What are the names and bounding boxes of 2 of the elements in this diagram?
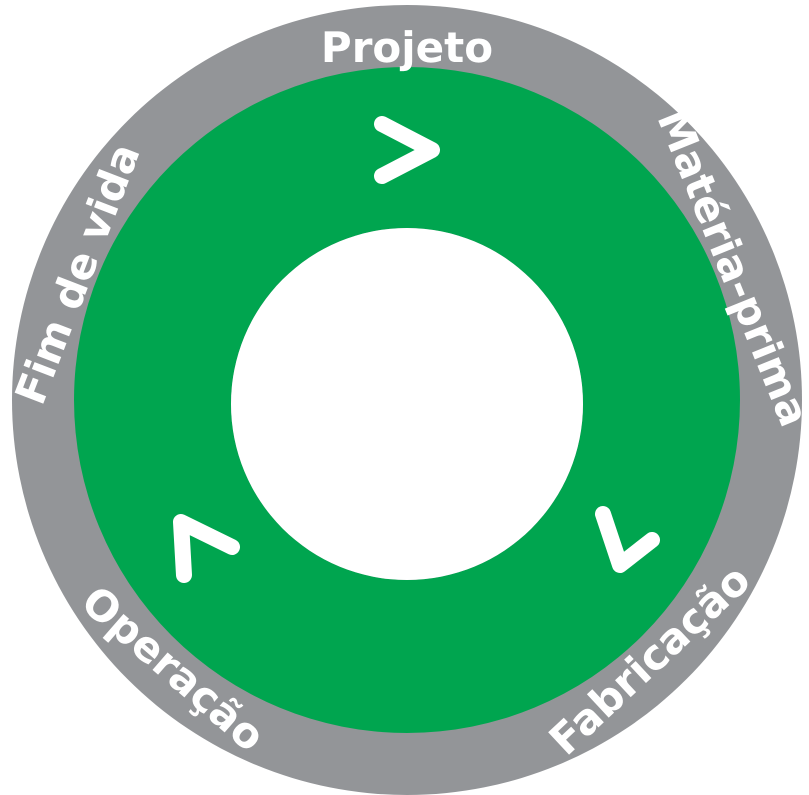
stage-label: Projeto (320, 27, 494, 69)
stage-label: Fim de vida (10, 138, 148, 410)
